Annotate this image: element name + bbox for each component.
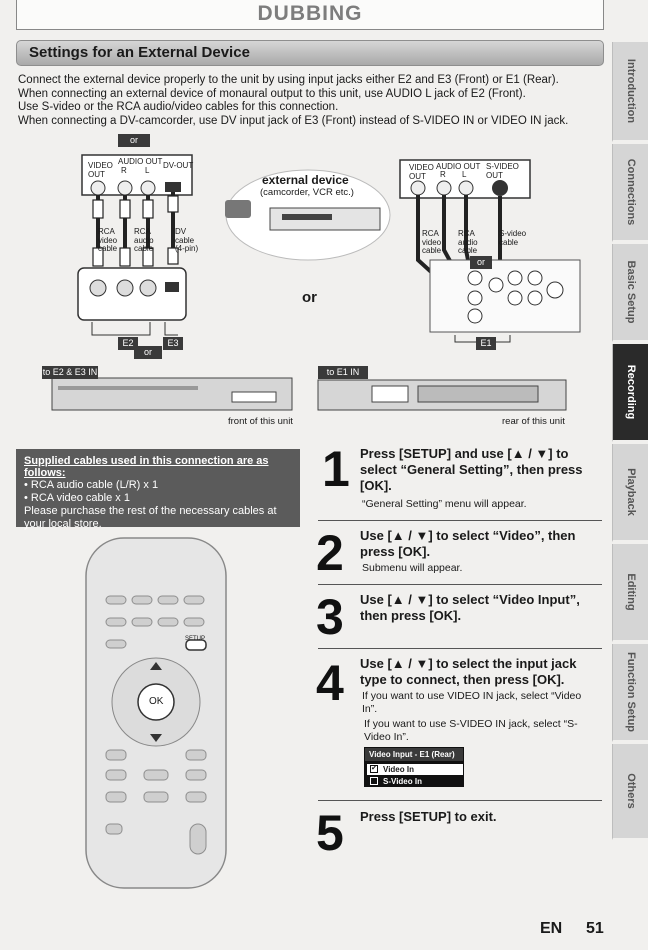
e3-label: E3 bbox=[163, 337, 183, 350]
step-number: 1 bbox=[322, 441, 350, 497]
label-svideo-cable: S-video cable bbox=[499, 229, 527, 247]
step-heading: Use [▲ / ▼] to select “Video”, then pres… bbox=[360, 528, 576, 559]
footer-lang: EN bbox=[540, 920, 563, 937]
intro-line: Use S-video or the RCA audio/video cable… bbox=[18, 101, 339, 113]
section-title: Settings for an External Device bbox=[29, 44, 250, 61]
label-audio-out: AUDIO OUT bbox=[118, 157, 163, 166]
tab-playback[interactable]: Playback bbox=[612, 444, 648, 542]
or-pill-right: or bbox=[470, 256, 492, 269]
label-svideo-out: S-VIDEO OUT bbox=[486, 162, 519, 180]
tab-label: Playback bbox=[624, 468, 637, 516]
checkbox-icon bbox=[370, 777, 378, 785]
label-audio-out-right: AUDIO OUT bbox=[436, 162, 481, 171]
menu-option-label: S-Video In bbox=[383, 777, 422, 786]
e1-label: E1 bbox=[476, 337, 496, 350]
tab-function-setup[interactable]: Function Setup bbox=[612, 644, 648, 742]
step-number: 5 bbox=[316, 805, 344, 861]
menu-option-label: Video In bbox=[383, 765, 414, 774]
step-heading: Press [SETUP] and use [▲ / ▼] to select … bbox=[360, 446, 583, 493]
step-subtext: “General Setting” menu will appear. bbox=[362, 498, 527, 510]
page-number: 51 bbox=[586, 920, 604, 937]
label-rca-video: RCA video cable bbox=[98, 227, 118, 253]
section-header: Settings for an External Device bbox=[16, 40, 604, 66]
menu-title: Video Input - E1 (Rear) bbox=[365, 748, 463, 761]
jack-dv-out bbox=[165, 182, 181, 192]
remote-illustration bbox=[85, 537, 227, 889]
cables-line: • RCA audio cable (L/R) x 1 bbox=[24, 479, 159, 491]
external-device-subtitle: (camcorder, VCR etc.) bbox=[260, 187, 354, 198]
supplied-cables-box: Supplied cables used in this connection … bbox=[16, 449, 300, 530]
label-rca-video-right: RCA video cable bbox=[422, 229, 442, 255]
jack-audio-r bbox=[117, 180, 133, 196]
label-r-right: R bbox=[440, 170, 446, 179]
connection-diagram bbox=[51, 154, 581, 411]
label-r: R bbox=[121, 166, 127, 175]
e2-label: E2 bbox=[118, 337, 138, 350]
tab-label: Editing bbox=[624, 573, 637, 611]
label-dv-cable: DV cable (4-pin) bbox=[175, 227, 199, 253]
label-rca-audio-right: RCA audio cable bbox=[458, 229, 478, 255]
label-video-out: VIDEO OUT bbox=[88, 161, 113, 179]
jack-audio-l bbox=[140, 180, 156, 196]
tab-label: Function Setup bbox=[624, 651, 637, 733]
or-pill-top: or bbox=[118, 134, 150, 147]
label-l: L bbox=[145, 166, 150, 175]
intro-line: Connect the external device properly to … bbox=[18, 74, 559, 86]
remote-ok-label: OK bbox=[149, 696, 164, 707]
remote-ok-button bbox=[137, 683, 175, 721]
tab-label: Introduction bbox=[624, 58, 637, 124]
step-subtext: If you want to use S-VIDEO IN jack, sele… bbox=[364, 718, 578, 743]
to-e1-label: to E1 IN bbox=[318, 366, 368, 379]
tab-label: Others bbox=[624, 773, 637, 809]
label-dv-out: DV-OUT bbox=[163, 161, 194, 170]
tab-introduction[interactable]: Introduction bbox=[612, 42, 648, 142]
step-number: 2 bbox=[316, 525, 344, 581]
tab-recording[interactable]: Recording bbox=[612, 344, 648, 442]
tab-label: Basic Setup bbox=[624, 260, 637, 324]
checkbox-checked-icon: ✔ bbox=[370, 765, 378, 773]
step-divider bbox=[318, 584, 602, 585]
camcorder-icon bbox=[225, 200, 251, 218]
rear-caption: rear of this unit bbox=[502, 416, 565, 427]
remote-setup-label: SETUP bbox=[185, 636, 206, 642]
tab-label: Connections bbox=[624, 158, 637, 226]
step-subtext: If you want to use VIDEO IN jack, select… bbox=[362, 690, 582, 715]
intro-text: Connect the external device properly to … bbox=[18, 74, 598, 128]
label-rca-audio: RCA audio cable bbox=[134, 227, 154, 253]
menu-option[interactable]: S-Video In bbox=[367, 776, 463, 787]
step-subtext: Submenu will appear. bbox=[362, 562, 463, 574]
step-number: 4 bbox=[316, 655, 344, 711]
to-e2-e3-label: to E2 & E3 IN bbox=[42, 366, 98, 379]
front-caption: front of this unit bbox=[228, 416, 293, 427]
menu-option-selected[interactable]: ✔ Video In bbox=[367, 764, 463, 775]
tab-basic-setup[interactable]: Basic Setup bbox=[612, 244, 648, 342]
step-heading: Press [SETUP] to exit. bbox=[360, 809, 497, 824]
label-l-right: L bbox=[462, 170, 467, 179]
tab-editing[interactable]: Editing bbox=[612, 544, 648, 642]
step-heading: Use [▲ / ▼] to select “Video Input”, the… bbox=[360, 592, 580, 623]
tab-others[interactable]: Others bbox=[612, 744, 648, 840]
front-jack-panel bbox=[77, 267, 187, 321]
step-divider bbox=[318, 648, 602, 649]
page-title: DUBBING bbox=[16, 0, 604, 30]
step-number: 3 bbox=[316, 589, 344, 645]
cables-line: • RCA video cable x 1 bbox=[24, 492, 130, 504]
jack-video-out bbox=[90, 180, 106, 196]
intro-line: When connecting an external device of mo… bbox=[18, 87, 526, 100]
intro-line: When connecting a DV-camcorder, use DV i… bbox=[18, 114, 569, 127]
step-divider bbox=[318, 800, 602, 801]
external-device-title: external device bbox=[262, 173, 349, 187]
remote-setup-button bbox=[185, 639, 207, 651]
label-video-out-right: VIDEO OUT bbox=[409, 163, 434, 181]
cables-heading: Supplied cables used in this connection … bbox=[24, 455, 269, 479]
or-center: or bbox=[302, 289, 317, 306]
or-pill-mid: or bbox=[134, 346, 162, 359]
tab-label: Recording bbox=[624, 364, 637, 420]
tab-connections[interactable]: Connections bbox=[612, 144, 648, 242]
cables-line: Please purchase the rest of the necessar… bbox=[24, 505, 277, 530]
step-divider bbox=[318, 520, 602, 521]
step-heading: Use [▲ / ▼] to select the input jack typ… bbox=[360, 656, 577, 687]
video-input-menu: Video Input - E1 (Rear) ✔ Video In S-Vid… bbox=[364, 747, 464, 787]
